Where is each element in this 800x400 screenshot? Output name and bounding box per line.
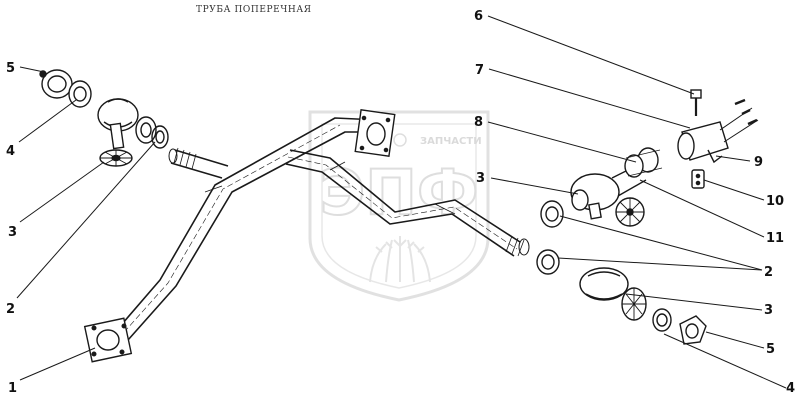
callout-1: 1 [8,381,17,396]
flange-top-bore [366,122,386,146]
leader-6 [487,15,695,95]
right-valve-body [570,163,647,220]
flange-bottom-bore [96,329,120,351]
flange-top [354,109,396,157]
pipe-right-stub-thread [505,235,525,257]
right-bracket-clip [691,149,723,189]
leader-lines [16,15,787,389]
right-heater-sleeve [677,98,759,161]
leader-10 [703,179,765,201]
watermark: ЭПФ ЗАПЧАСТИ [308,110,490,302]
callout-2-right: 2 [764,265,773,280]
pipe-left-run [109,117,379,341]
leader-5-left [19,66,45,73]
callout-3-right: 3 [764,303,773,318]
lower-valve-body [579,267,629,301]
lower-nut [652,308,672,332]
leader-2-left [16,141,156,299]
pipe-right-end [518,238,530,256]
right-coupling [624,147,663,178]
right-valve-handwheel [615,197,645,227]
right-bolt [690,89,702,116]
callout-3-mid: 3 [476,171,485,186]
callout-7: 7 [475,63,484,78]
pipe-left-stub-thread [173,147,197,170]
gasket-lower [536,249,560,275]
diagram-title: ТРУБА ПОПЕРЕЧНАЯ [196,5,312,15]
callout-5-right: 5 [766,342,775,357]
leader-4-left [18,99,77,143]
pipe-left-stub-end [168,148,178,164]
leader-3-mid [490,177,579,195]
callout-2-left: 2 [6,302,15,317]
callout-8: 8 [474,115,483,130]
left-valve-body [97,98,139,150]
watermark-shield-inner [321,123,477,289]
pipe-bend-marks [204,161,456,215]
callout-10: 10 [766,194,784,209]
watermark-shield-outline [308,110,490,302]
left-union-nut [135,116,157,144]
callout-5-left: 5 [6,61,15,76]
right-valve-assembly [570,89,759,227]
leader-4-right [663,333,787,389]
leader-7 [488,68,691,129]
leader-8 [487,121,637,163]
left-valve-assembly [39,69,169,167]
leader-5-right [705,331,765,349]
leader-1 [19,347,96,381]
leader-3-left [19,161,105,223]
callout-11: 11 [766,231,784,246]
leader-9 [715,155,751,162]
callout-4-right: 4 [786,381,795,396]
left-gasket [151,125,169,149]
pipe-right-run [285,149,521,257]
leader-3-right [625,293,763,311]
callout-labels: 1 2 3 4 5 6 7 8 3 9 10 11 2 3 5 4 [6,9,795,396]
callout-3-left: 3 [8,225,17,240]
callout-4-left: 4 [6,144,15,159]
leader-11 [639,179,765,238]
pipe-right-run-shade [287,156,518,250]
left-hose-clamp [39,69,73,99]
cross-pipe [109,117,530,341]
lower-hose-clamp [679,315,707,345]
leader-2-right-a [559,215,763,271]
lower-valve-handwheel [621,287,647,321]
pipe-left-run-shade [117,124,341,340]
gasket-upper [540,200,564,228]
watermark-emblem-icon [393,133,407,147]
left-valve-handwheel [99,149,133,167]
right-lower-valve-assembly [579,267,707,345]
watermark-caption: ЗАПЧАСТИ [420,136,482,147]
callout-9: 9 [754,155,763,170]
leader-2-right-b [557,257,763,271]
watermark-brand: ЭПФ [320,156,479,229]
flange-bottom [83,317,133,363]
right-gaskets [536,200,564,275]
pipe-left-stub [170,149,229,179]
callout-6: 6 [474,9,483,24]
watermark-wheat-icon [369,236,431,283]
